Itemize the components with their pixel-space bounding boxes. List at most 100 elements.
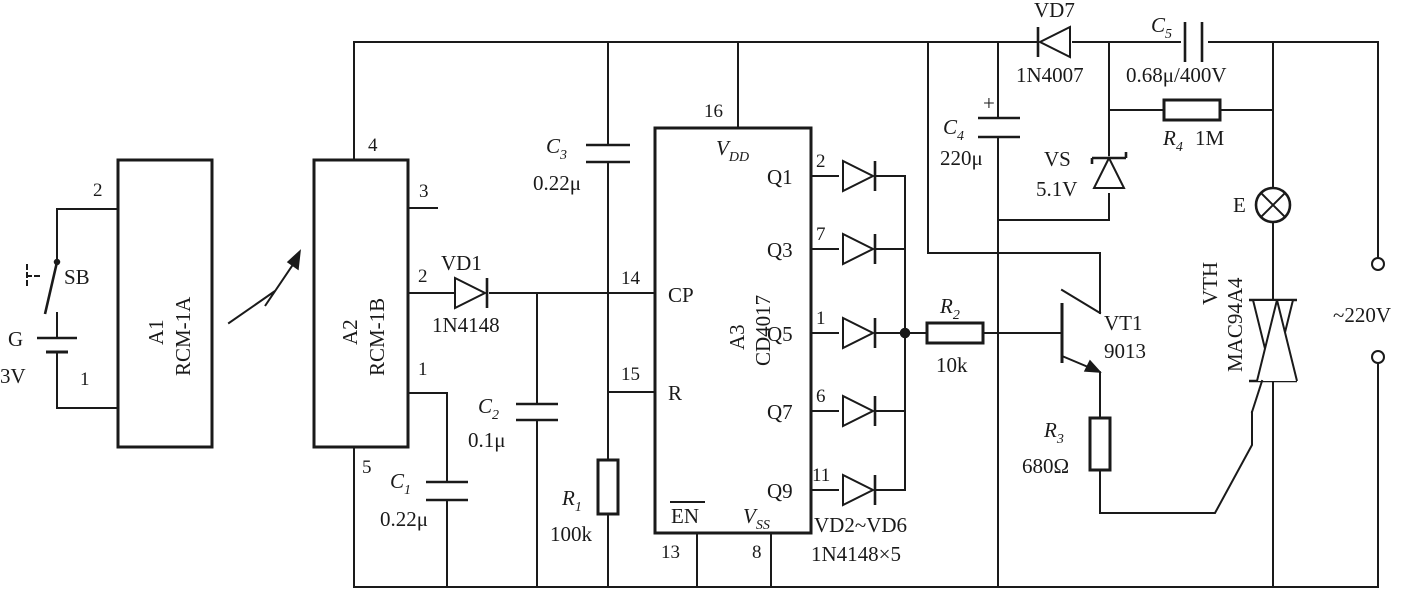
transmitter-model: RCM-1A [171, 296, 195, 376]
counter-vdd-label: VDD [716, 136, 749, 165]
c2-symbol: C2 [478, 394, 499, 423]
diodes-vd2-vd6 [842, 159, 877, 507]
battery-pin-1: 1 [80, 369, 90, 390]
mains-terminals [1371, 257, 1385, 364]
r3-symbol: R3 [1043, 418, 1064, 447]
vt1-name: VT1 [1104, 311, 1143, 335]
r2-symbol: R2 [939, 294, 960, 323]
counter-pin-q3: 7 [816, 224, 826, 245]
counter-r-label: R [668, 381, 682, 405]
counter-out-q9: Q9 [767, 479, 793, 503]
transistor-vt1 [1060, 303, 1102, 373]
resistor-r4 [1162, 98, 1222, 122]
battery-voltage: 3V [0, 364, 26, 388]
counter-out-q5: Q5 [767, 322, 793, 346]
transmitter-a1-box [116, 158, 214, 449]
capacitor-c2 [516, 402, 558, 422]
vs-value: 5.1V [1036, 177, 1077, 201]
c5-value: 0.68μ/400V [1126, 63, 1227, 87]
vd7-name: VD7 [1034, 0, 1075, 22]
c3-value: 0.22μ [533, 171, 581, 195]
battery-g [37, 336, 77, 364]
transmitter-name: A1 [144, 319, 168, 345]
counter-pin-vss: 8 [752, 542, 762, 563]
capacitor-c5 [1183, 22, 1204, 62]
vt1-model: 9013 [1104, 339, 1146, 363]
counter-out-q1: Q1 [767, 165, 793, 189]
switch-sb [26, 258, 61, 315]
c1-value: 0.22μ [380, 507, 428, 531]
r4-symbol: R4 [1162, 126, 1183, 155]
counter-out-q3: Q3 [767, 238, 793, 262]
r2-value: 10k [936, 353, 968, 377]
r1-value: 100k [550, 522, 593, 546]
vd7-model: 1N4007 [1016, 63, 1084, 87]
diode-vd1 [454, 276, 489, 310]
counter-pin-q5: 1 [816, 308, 826, 329]
zener-vs [1090, 152, 1128, 189]
receiver-model: RCM-1B [365, 298, 389, 376]
diodes-group-name: VD2~VD6 [814, 513, 907, 537]
c1-symbol: C1 [390, 469, 411, 498]
counter-pin-r: 15 [621, 364, 640, 385]
diode-vd7 [1036, 25, 1071, 59]
wiring [353, 41, 1379, 588]
vs-name: VS [1044, 147, 1071, 171]
receiver-pin-1: 1 [418, 359, 428, 380]
c4-polarity: + [983, 91, 995, 115]
diode-vd3 [842, 232, 877, 266]
counter-vss-label: VSS [743, 504, 770, 533]
mains-terminal-bottom [1371, 350, 1385, 364]
counter-a3-box [653, 126, 813, 535]
vd1-model: 1N4148 [432, 313, 500, 337]
lamp-e-icon [1254, 186, 1292, 224]
vd1-name: VD1 [441, 251, 482, 275]
diodes-group-model: 1N4148×5 [811, 542, 901, 566]
resistor-r1 [596, 458, 620, 516]
resistor-r2 [925, 321, 985, 345]
c4-value: 220μ [940, 146, 983, 170]
transmitter-circuit: 2 1 SB G 3V A1 RCM-1A [0, 158, 214, 449]
counter-en-label: EN [671, 504, 699, 528]
diode-vd5 [842, 394, 877, 428]
capacitor-c1 [426, 480, 468, 502]
mains-terminal-top [1371, 257, 1385, 271]
counter-a3: VDD CP R EN VSS A3 CD4017 Q1 Q3 Q5 Q7 Q9… [621, 101, 830, 563]
r1-symbol: R1 [561, 486, 582, 515]
mains-label: ~220V [1333, 303, 1391, 327]
c3-symbol: C3 [546, 134, 567, 163]
triac-model: MAC94A4 [1223, 277, 1247, 372]
switch-label: SB [64, 265, 90, 289]
triac-name: VTH [1198, 262, 1222, 305]
counter-pin-vdd: 16 [704, 101, 723, 122]
diode-vd6 [842, 473, 877, 507]
counter-model: CD4017 [751, 295, 775, 366]
diode-vd2 [842, 159, 877, 193]
battery-pin-2: 2 [93, 180, 103, 201]
resistor-r3 [1088, 416, 1112, 472]
c2-value: 0.1μ [468, 428, 506, 452]
counter-cp-label: CP [668, 283, 694, 307]
counter-out-q7: Q7 [767, 400, 793, 424]
receiver-name: A2 [338, 319, 362, 345]
r3-value: 680Ω [1022, 454, 1069, 478]
wireless-link-icon [227, 249, 301, 325]
counter-pin-en: 13 [661, 542, 680, 563]
receiver-pin-3: 3 [419, 181, 429, 202]
counter-pin-q7: 6 [816, 386, 826, 407]
receiver-circuit: A2 RCM-1B 3 4 2 1 5 [312, 135, 438, 478]
counter-pin-q1: 2 [816, 151, 826, 172]
capacitor-c3 [586, 143, 630, 164]
triac-vth [1249, 298, 1298, 414]
diode-vd4 [842, 316, 877, 350]
capacitor-c4 [978, 116, 1020, 139]
c4-symbol: C4 [943, 115, 964, 144]
counter-name: A3 [725, 324, 749, 350]
r4-value: 1M [1195, 126, 1225, 150]
receiver-a2-box [312, 158, 410, 449]
lamp-name: E [1233, 193, 1246, 217]
battery-name: G [8, 327, 23, 351]
counter-pin-cp: 14 [621, 268, 641, 289]
receiver-pin-2: 2 [418, 266, 428, 287]
